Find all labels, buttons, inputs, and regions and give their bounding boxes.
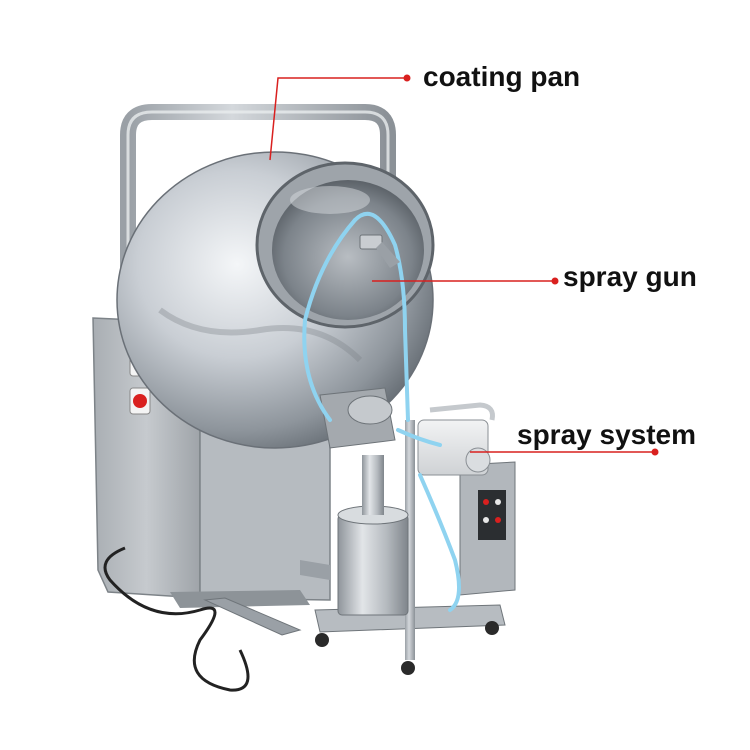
coating-pan [116, 151, 435, 449]
label-spray-system: spray system [517, 419, 697, 450]
callout-spray-system [470, 448, 659, 456]
label-coating-pan: coating pan [423, 61, 581, 92]
pan-drive-housing [319, 387, 396, 449]
callout-coating-pan [269, 74, 411, 161]
control-switch-bottom[interactable] [129, 387, 151, 415]
peristaltic-pump [417, 402, 495, 476]
liquid-bucket [337, 455, 409, 616]
pump-control-box [459, 461, 516, 596]
callout-spray-gun [372, 277, 559, 285]
label-spray-gun: spray gun [563, 261, 697, 292]
floor-base [170, 560, 330, 636]
spray-hoses [302, 211, 461, 612]
frame-tube [120, 104, 396, 338]
power-cable [103, 546, 250, 692]
spray-gun [359, 234, 400, 268]
